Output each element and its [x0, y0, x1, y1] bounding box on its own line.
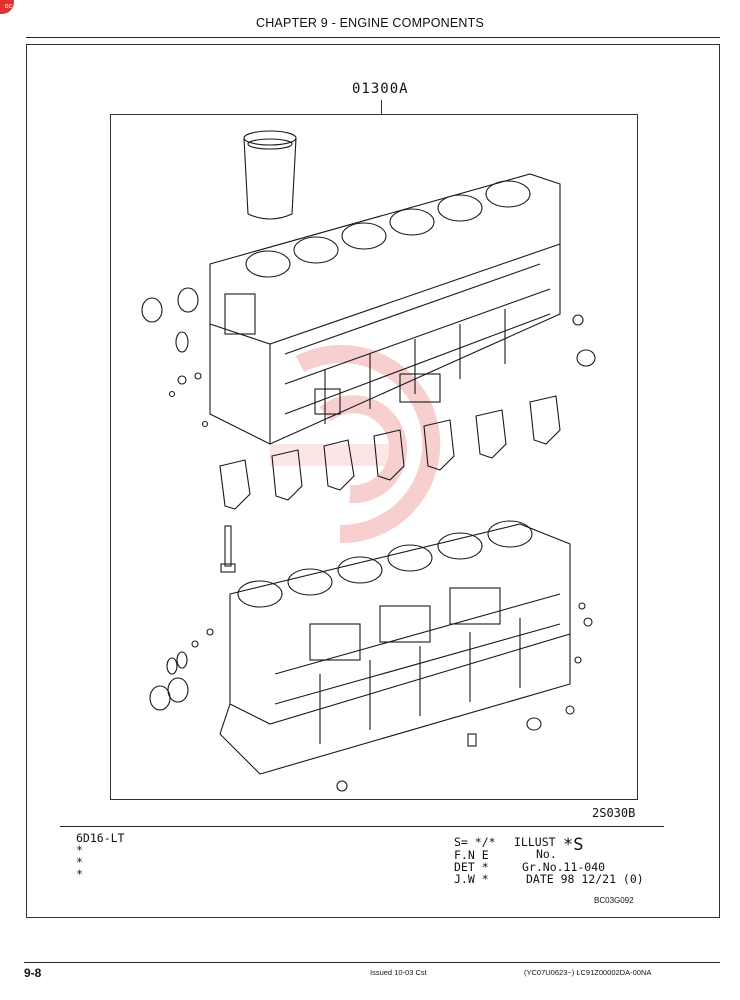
model-line: * — [76, 843, 83, 857]
fne-label: F.N E — [454, 848, 489, 862]
group-number: Gr.No.11-040 — [522, 860, 606, 874]
model-line: * — [76, 855, 83, 869]
corner-badge: oc — [0, 0, 14, 14]
reference-code: 2S030B — [592, 806, 636, 820]
assembly-part-number: 01300A — [352, 81, 409, 97]
bearing-caps — [219, 395, 561, 510]
illust-number: *S — [563, 835, 584, 855]
illust-label: ILLUST — [514, 835, 556, 849]
s-label: S= */* — [454, 835, 496, 849]
det-label: DET * — [454, 860, 489, 874]
footer-rule — [24, 962, 720, 963]
jw-label: J.W * — [454, 872, 489, 886]
upper-block-drawing — [209, 173, 561, 445]
watermark-logo — [295, 345, 441, 544]
illustration-frame — [110, 114, 638, 800]
engine-block-illustration — [141, 130, 596, 792]
issued-info: Issued 10-03 Cst — [370, 968, 427, 977]
document-code: (YC07U0623~) LC91Z00002DA-00NA — [524, 968, 652, 977]
cap-bolt — [220, 525, 236, 573]
chapter-title: CHAPTER 9 - ENGINE COMPONENTS — [255, 16, 485, 30]
model-name: 6D16-LT — [76, 831, 125, 845]
page-number: 9-8 — [24, 966, 42, 980]
no-label: No. — [536, 847, 557, 861]
header-rule — [26, 37, 720, 38]
page-frame — [26, 44, 720, 918]
leader-line — [381, 100, 382, 114]
seal-parts-lower — [149, 602, 593, 792]
lower-block-drawing — [219, 520, 571, 775]
catalog-code: BC03G092 — [594, 896, 634, 905]
date-line: DATE 98 12/21 (0) — [526, 872, 644, 886]
info-rule — [60, 826, 664, 827]
cylinder-liner-drawing — [243, 130, 297, 220]
seal-parts-upper — [141, 287, 596, 428]
model-block: 6D16-LT * * * — [76, 832, 124, 880]
model-line: * — [76, 867, 83, 881]
